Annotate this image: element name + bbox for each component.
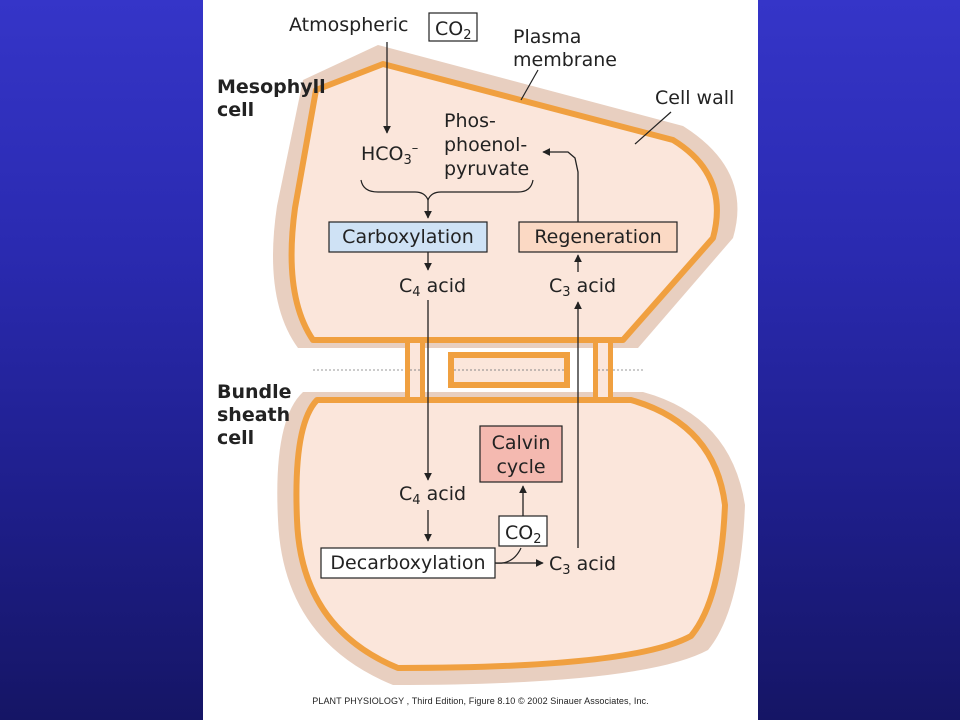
c3-acid-mesophyll-label: C3 acid	[549, 275, 616, 300]
calvin-label-line2: cycle	[496, 456, 545, 478]
plasma-membrane-label-line1: Plasma	[513, 26, 581, 48]
bicarbonate-label: HCO3–	[361, 141, 418, 168]
decarboxylation-box	[320, 547, 496, 579]
cell-wall-pointer	[634, 111, 672, 145]
co2-top-box	[428, 12, 478, 42]
regeneration-label: Regeneration	[534, 226, 661, 248]
pep-label-line3: pyruvate	[444, 158, 529, 180]
calvin-label-line1: Calvin	[492, 432, 551, 454]
pep-label-line2: phoenol-	[444, 134, 527, 156]
c4-acid-mesophyll-label: C4 acid	[399, 275, 466, 300]
bundle-sheath-label-line2: sheath	[217, 404, 290, 426]
c4-acid-bundle-label: C4 acid	[399, 483, 466, 508]
plasma-membrane-label-line2: membrane	[513, 49, 617, 71]
pep-label-line1: Phos-	[444, 110, 496, 132]
carboxylation-box	[328, 221, 488, 253]
regeneration-box	[518, 221, 678, 253]
bundle-sheath-label-line1: Bundle	[217, 381, 292, 403]
carboxylation-label: Carboxylation	[342, 226, 474, 248]
regeneration-to-pep-arrow	[542, 148, 579, 222]
figure-caption: PLANT PHYSIOLOGY , Third Edition, Figure…	[312, 696, 649, 706]
mesophyll-plasma-membrane	[288, 61, 720, 343]
co2-bottom-box	[498, 515, 548, 547]
atmospheric-label: Atmospheric	[289, 14, 408, 36]
cell-wall-label: Cell wall	[655, 87, 734, 109]
plasmodesmata	[313, 340, 643, 400]
c4-pathway-diagram: Atmospheric CO2 Plasma membrane Cell wal…	[217, 12, 745, 685]
c3-acid-bundle-label: C3 acid	[549, 553, 616, 578]
co2-top-label: CO2	[435, 18, 472, 43]
slide-panel: Atmospheric CO2 Plasma membrane Cell wal…	[203, 0, 758, 720]
co2-bottom-label: CO2	[505, 522, 542, 547]
mesophyll-label-line2: cell	[217, 99, 254, 121]
bundle-sheath-label-line3: cell	[217, 427, 254, 449]
decarboxylation-label: Decarboxylation	[330, 552, 485, 574]
mesophyll-cell	[273, 45, 738, 348]
plasma-membrane-pointer	[520, 69, 539, 101]
mesophyll-label-line1: Mesophyll	[217, 76, 326, 98]
calvin-cycle-box	[479, 425, 563, 483]
